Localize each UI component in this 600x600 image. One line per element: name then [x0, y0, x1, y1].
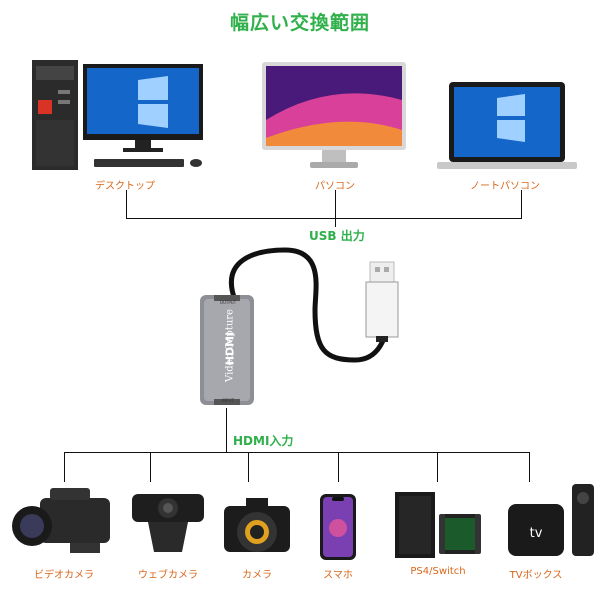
webcam-icon [132, 494, 204, 552]
page-title: 幅広い交換範囲 [229, 12, 370, 34]
usb-output-label: USB 出力 [306, 227, 368, 244]
device-label-desktop: デスクトップ [95, 181, 155, 192]
usb-plug-icon [365, 261, 399, 342]
connector-line [150, 452, 151, 482]
connector-line [335, 190, 336, 218]
connector-line [338, 452, 339, 482]
connector-line [126, 190, 127, 218]
connector-line [335, 218, 336, 234]
device-label-game-console: PS4/Switch [410, 566, 466, 577]
port-label-input: INPUT [222, 398, 234, 403]
camcorder-icon [12, 488, 110, 553]
device-label-tv-box: TVボックス [509, 570, 563, 581]
connector-line [248, 452, 249, 482]
device-label-smartphone: スマホ [323, 570, 353, 581]
capture-card-cable [228, 247, 390, 363]
monitor-icon [262, 62, 406, 168]
device-label-camcorder: ビデオカメラ [34, 570, 94, 581]
desktop-computer-icon [32, 60, 203, 170]
connector-line [64, 452, 65, 482]
connector-line [521, 190, 522, 218]
hdmi-logo: HDMI [223, 331, 237, 366]
video-capture-device-icon [200, 295, 254, 405]
device-label-laptop: ノートパソコン [470, 181, 540, 192]
device-label-monitor: パソコン [315, 181, 355, 192]
game-console-icon [395, 492, 481, 558]
smartphone-icon [320, 494, 356, 560]
connector-line [226, 408, 227, 452]
device-label-camera: カメラ [242, 570, 272, 581]
connector-line [437, 452, 438, 482]
device-label-webcam: ウェブカメラ [138, 570, 198, 581]
hdmi-input-label: HDMI入力 [230, 432, 297, 449]
camera-icon [224, 498, 290, 552]
connector-line [126, 218, 522, 219]
connector-line [529, 452, 530, 482]
laptop-icon [437, 82, 577, 169]
port-label-output: OUTPUT [219, 300, 237, 305]
tv-box-icon: tv [508, 484, 594, 556]
svg-text:tv: tv [530, 526, 543, 541]
connector-line [64, 452, 530, 453]
